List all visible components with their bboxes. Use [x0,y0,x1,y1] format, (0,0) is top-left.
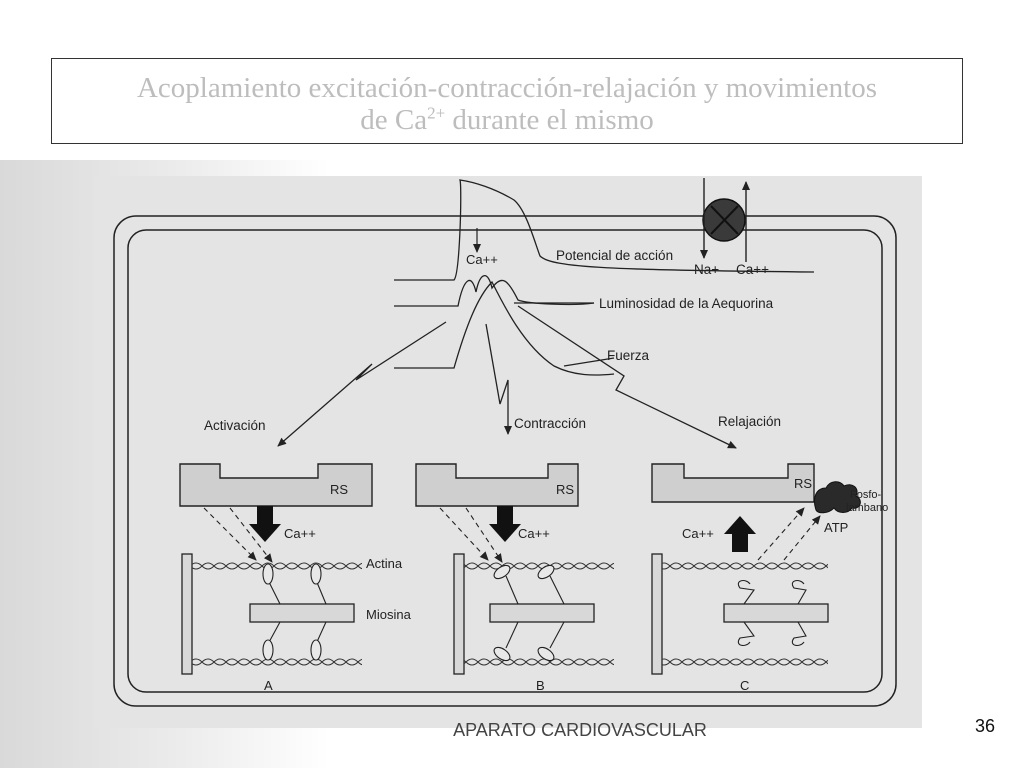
myosin-head-a3 [262,639,274,661]
action-potential-label: Potencial de acción [556,248,673,263]
panel-letter-b: B [536,678,545,693]
sarcoplasmic-reticulum-c [651,463,815,503]
na-channel-label: Na+ [694,262,719,277]
panel-a: RS Ca++ Actina Miosina A [179,463,412,693]
myosin-filament-c [723,603,829,623]
myosin-filament-b [489,603,595,623]
ca-label-b: Ca++ [518,526,550,541]
ca-pump-arrow-2 [783,515,821,561]
ca-label-a: Ca++ [284,526,316,541]
title-line-2: de Ca2+ durante el mismo [52,104,962,136]
ca-reuptake-arrow [732,532,748,552]
myosin-arm-b1 [505,575,519,605]
myosin-head-b2 [537,564,555,580]
myosin-arm-b2 [549,575,565,605]
ca-reuptake-head [724,516,756,534]
rs-label-a: RS [330,482,348,497]
cell-membrane-inner [127,229,883,693]
figure-panel: Ca++ Potencial de acción Na+ Ca++ Lumino… [94,176,922,728]
title-suffix: durante el mismo [445,104,654,136]
relaxation-label: Relajación [718,414,781,429]
z-disc-b [453,553,465,675]
atp-label: ATP [824,520,848,535]
panel-letter-a: A [264,678,273,693]
z-disc-a [181,553,193,675]
myosin-head-a2 [310,563,322,585]
sarcoplasmic-reticulum-b [415,463,579,507]
page-number: 36 [974,716,995,736]
panel-c: RS Fosfo- lambano ATP Ca++ C [651,463,888,693]
relaxation-arrow [517,305,737,449]
myosin-head-c4 [791,621,807,647]
actin-filament-b-bottom [464,658,614,670]
myosin-arm-b4 [549,621,565,649]
rs-label-b: RS [556,482,574,497]
slide-title: Acoplamiento excitación-contracción-rela… [51,58,963,144]
myosin-head-b4 [537,646,555,662]
activation-arrow [277,321,447,447]
ca-diffusion-a1 [203,507,257,561]
title-line-1: Acoplamiento excitación-contracción-rela… [136,72,878,104]
myosin-head-a4 [310,639,322,661]
ca-release-arrow-a [257,506,273,526]
force-label: Fuerza [607,348,650,363]
actin-filament-a-bottom [192,658,362,670]
myosin-arm-b3 [505,621,519,649]
title-ca: de Ca [360,104,428,136]
contraction-arrow [485,323,512,435]
myosin-arm-a1 [267,579,281,605]
activation-label: Activación [204,418,266,433]
myosin-head-a1 [262,563,274,585]
ca-top-label: Ca++ [466,252,498,267]
ca-diffusion-a2 [229,507,273,563]
myosin-head-b3 [493,646,511,662]
ca-label-c: Ca++ [682,526,714,541]
title-ca-superscript: 2+ [427,103,446,123]
contraction-label: Contracción [514,416,586,431]
ca-channel-label: Ca++ [736,262,769,277]
actin-filament-a-top [192,558,362,570]
fosfolambano-label-2: lambano [846,502,888,514]
cell-membrane-outer [113,215,897,707]
z-disc-c [651,553,663,675]
slide-footer: APARATO CARDIOVASCULAR [453,720,707,740]
ca-diffusion-b2 [465,507,503,563]
actin-filament-b-top [464,558,614,570]
ec-coupling-diagram: Ca++ Potencial de acción Na+ Ca++ Lumino… [113,178,897,707]
phospholamban-icon [813,481,861,514]
myosin-head-c1 [737,579,755,605]
ca-release-head-a [249,524,281,542]
miosina-label: Miosina [366,607,412,622]
rs-label-c: RS [794,476,812,491]
panel-b: RS Ca++ B [415,463,614,693]
aequorin-label: Luminosidad de la Aequorina [599,296,774,311]
force-trace [394,280,615,376]
channel-cross-b [710,205,739,235]
myosin-head-c2 [791,579,807,605]
ca-release-arrow-b [497,506,513,526]
fosfolambano-label-1: Fosfo- [850,489,882,501]
panel-letter-c: C [740,678,749,693]
ca-pump-arrow-1 [757,507,805,561]
sarcoplasmic-reticulum-a [179,463,373,507]
myosin-head-b1 [493,564,511,580]
actina-label: Actina [366,556,403,571]
myosin-head-c3 [737,621,755,647]
ca-diffusion-b1 [439,507,489,561]
myosin-filament-a [249,603,355,623]
action-potential-trace [394,179,815,281]
ca-release-head-b [489,524,521,542]
actin-filament-c-top [662,558,828,570]
force-pointer [563,357,615,367]
actin-filament-c-bottom [662,658,828,670]
